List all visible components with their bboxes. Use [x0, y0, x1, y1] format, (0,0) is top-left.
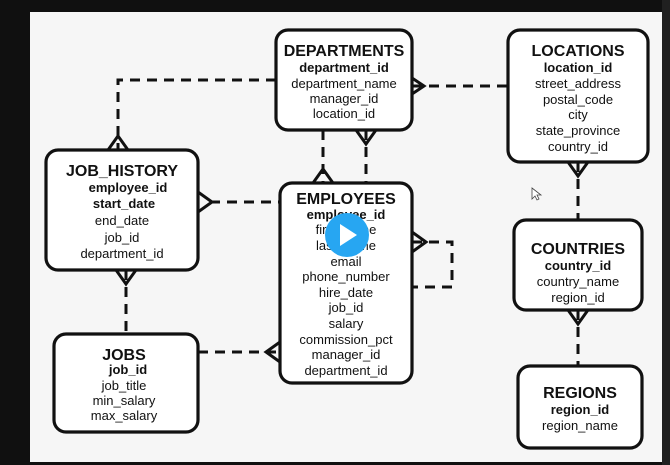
attribute: department_name	[291, 76, 397, 91]
primary-key: location_id	[544, 60, 613, 75]
attribute: min_salary	[93, 393, 156, 408]
attribute: manager_id	[312, 347, 381, 362]
entity-job-history: JOB_HISTORY employee_id start_date end_d…	[44, 148, 200, 272]
primary-key: country_id	[545, 258, 612, 273]
attribute: job_id	[104, 230, 140, 245]
relationships	[116, 78, 580, 366]
entity-title: LOCATIONS	[531, 43, 624, 60]
primary-key: employee_id	[89, 180, 168, 195]
attribute: region_id	[551, 290, 605, 305]
entity-title: DEPARTMENTS	[284, 43, 405, 60]
entity-departments: DEPARTMENTS department_id department_nam…	[274, 28, 414, 132]
attribute: country_name	[537, 274, 619, 289]
crowfoot-employees-top	[311, 166, 335, 184]
attribute: job_title	[101, 378, 147, 393]
entity-title: COUNTRIES	[531, 241, 626, 258]
rel-employees-self	[412, 240, 454, 289]
entity-title: REGIONS	[543, 385, 617, 402]
attribute: commission_pct	[299, 332, 393, 347]
play-icon	[340, 224, 357, 246]
attribute: end_date	[95, 213, 149, 228]
attribute: department_id	[304, 363, 387, 378]
crowfoot-jobhistory-bottom	[114, 269, 138, 287]
entity-countries: COUNTRIES country_id country_name region…	[512, 218, 644, 312]
attribute: city	[568, 107, 588, 122]
crowfoot-jobhistory-top	[106, 133, 130, 151]
attribute: manager_id	[310, 91, 379, 106]
play-button[interactable]	[325, 213, 369, 257]
crowfoot-employees-left	[263, 340, 281, 364]
attribute: street_address	[535, 76, 621, 91]
attribute: postal_code	[543, 92, 613, 107]
entity-employees: EMPLOYEES employee_id first_name last_na…	[278, 181, 414, 385]
entity-title: JOBS	[102, 347, 146, 364]
attribute: max_salary	[91, 408, 158, 423]
rel-departments-job-history	[116, 78, 276, 150]
attribute: salary	[329, 316, 364, 331]
crowfoot-countries-bottom	[566, 309, 590, 327]
primary-key: region_id	[551, 402, 610, 417]
entity-title: JOB_HISTORY	[66, 163, 178, 180]
primary-key: job_id	[108, 362, 147, 377]
attribute: email	[330, 254, 361, 269]
crowfoot-locations-bottom	[566, 161, 590, 179]
frame-edge	[662, 0, 670, 465]
attribute: location_id	[313, 106, 375, 121]
attribute: region_name	[542, 418, 618, 433]
crowfoot-departments-bottom	[354, 129, 378, 147]
mouse-pointer-icon	[531, 187, 543, 201]
crowfoot-departments-right	[411, 76, 427, 96]
attribute: hire_date	[319, 285, 373, 300]
attribute: department_id	[80, 246, 163, 261]
entity-jobs: JOBS job_id job_title min_salary max_sal…	[52, 332, 200, 434]
primary-key: start_date	[93, 196, 155, 211]
crowfoot-employees-self	[411, 230, 429, 254]
attribute: phone_number	[302, 269, 390, 284]
entity-title: EMPLOYEES	[296, 191, 396, 208]
primary-key: department_id	[299, 60, 389, 75]
crowfoot-jobhistory-right	[197, 190, 215, 214]
entity-regions: REGIONS region_id region_name	[516, 364, 644, 450]
entity-locations: LOCATIONS location_id street_address pos…	[506, 28, 650, 164]
attribute: job_id	[328, 300, 364, 315]
attribute: country_id	[548, 139, 608, 154]
attribute: state_province	[536, 123, 621, 138]
cardinality-marks	[106, 76, 590, 364]
